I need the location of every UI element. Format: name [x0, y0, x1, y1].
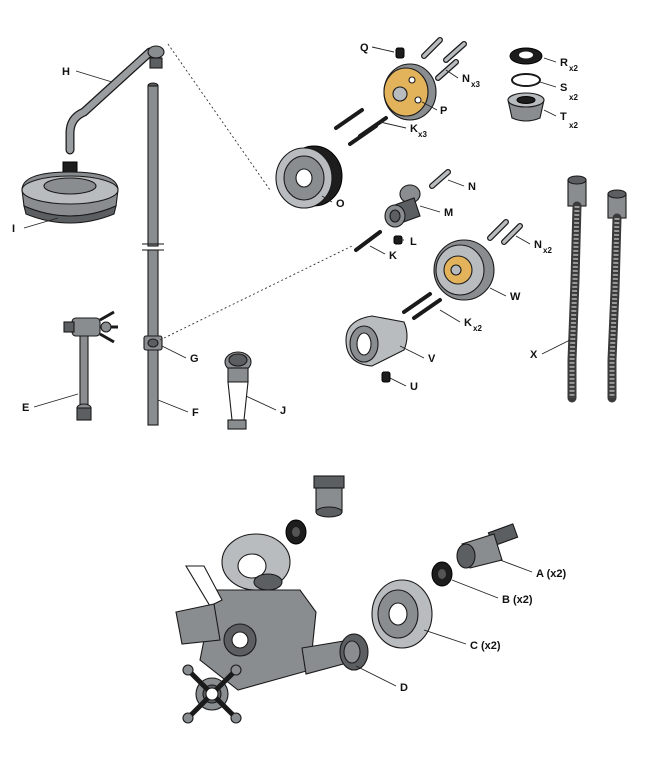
holder-v	[345, 315, 408, 367]
screw-k	[354, 230, 382, 252]
valve-e	[63, 310, 118, 421]
washer-b	[431, 561, 453, 587]
label-u: U	[410, 381, 418, 393]
label-q: Q	[360, 42, 369, 54]
label-k2: K	[389, 250, 397, 262]
label-k3-sub: x2	[473, 324, 482, 333]
grub-screw-u	[381, 371, 391, 383]
label-r: R	[560, 57, 568, 69]
screw-n	[429, 169, 451, 189]
nut-t	[507, 92, 545, 122]
label-s-sub: x2	[569, 93, 578, 102]
label-l: L	[410, 236, 417, 248]
shower-arm-h	[65, 45, 165, 155]
label-h: H	[62, 66, 70, 78]
label-t: T	[560, 111, 567, 123]
label-c: C (x2)	[470, 640, 501, 652]
label-s: S	[560, 82, 567, 94]
label-a: A (x2)	[536, 568, 567, 580]
screws-k-x3	[334, 108, 388, 146]
screws-k-x2	[402, 292, 442, 320]
hoses-x	[567, 175, 627, 403]
grub-screw-q	[395, 47, 405, 59]
part-labels: H I E F G J Q N x3 P K x3 R x2 S x2 T x2…	[12, 42, 578, 694]
label-d: D	[400, 682, 408, 694]
guide-line-lower	[159, 245, 353, 341]
label-v: V	[428, 353, 436, 365]
hand-shower-j	[224, 351, 252, 430]
label-o: O	[336, 198, 345, 210]
brass-plate-p	[383, 63, 437, 121]
guide-line-upper	[167, 43, 271, 191]
mixer-body-d	[175, 533, 369, 691]
label-t-sub: x2	[569, 121, 578, 130]
label-k1: K	[410, 123, 418, 135]
washer-r	[509, 47, 543, 65]
label-n2: N	[468, 181, 476, 193]
label-x: X	[530, 349, 538, 361]
label-n1: N	[462, 73, 470, 85]
wall-bracket-g	[143, 335, 163, 351]
label-j: J	[280, 405, 286, 417]
shower-head-i	[21, 161, 119, 224]
label-p: P	[440, 105, 447, 117]
upper-outlet-fitting	[285, 475, 345, 545]
label-k3: K	[464, 317, 472, 329]
label-b: B (x2)	[502, 594, 533, 606]
label-n3: N	[534, 239, 542, 251]
riser-rail-f	[142, 82, 164, 426]
label-k1-sub: x3	[418, 130, 427, 139]
label-r-sub: x2	[569, 64, 578, 73]
screws-n-x3	[421, 37, 467, 81]
wall-flange-o	[275, 145, 343, 209]
label-f: F	[192, 407, 199, 419]
screws-n-x2	[487, 219, 523, 245]
label-w: W	[510, 291, 521, 303]
label-m: M	[444, 207, 453, 219]
outlet-elbow-m	[384, 184, 421, 228]
elbow-connector-a	[456, 523, 519, 569]
cross-handle	[182, 664, 242, 724]
label-e: E	[22, 402, 29, 414]
label-n3-sub: x2	[543, 246, 552, 255]
flange-c	[371, 579, 433, 649]
leader-lines	[23, 46, 571, 687]
brass-plate-w	[433, 239, 495, 301]
label-n1-sub: x3	[471, 80, 480, 89]
washer-s	[511, 73, 541, 87]
label-g: G	[190, 353, 199, 365]
label-i: I	[12, 223, 15, 235]
